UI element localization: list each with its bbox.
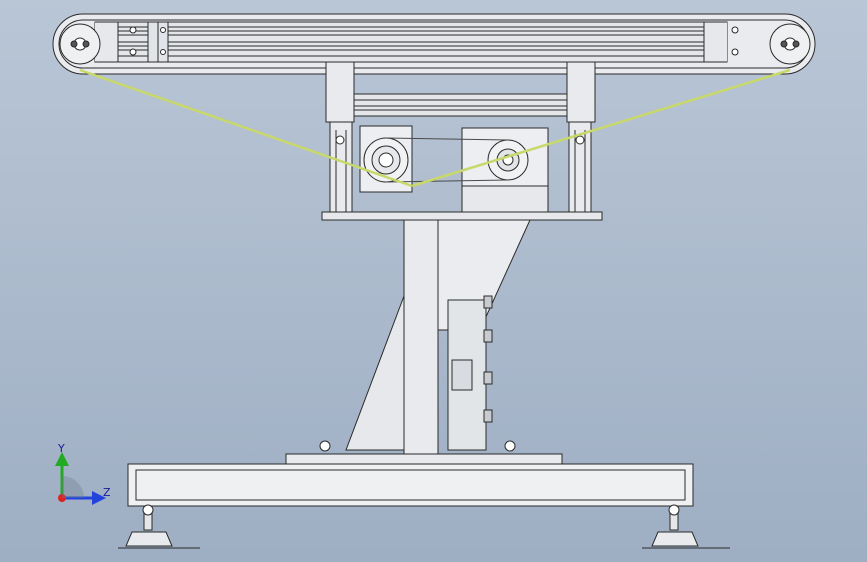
triad-z-label: Z [103, 486, 111, 499]
left-pulley-icon [59, 23, 101, 65]
motor-unit [359, 125, 413, 193]
beam-bolts [129, 26, 739, 56]
view-triad[interactable] [55, 452, 106, 505]
left-foot [118, 504, 200, 549]
support-column [345, 219, 531, 455]
base-plate [127, 440, 694, 507]
main-belt [79, 68, 791, 188]
drive-belt [385, 137, 509, 183]
gear-reducer [461, 127, 549, 213]
right-foot [642, 504, 730, 549]
triad-y-label: Y [58, 442, 65, 455]
support-frame [321, 61, 603, 221]
right-pulley-icon [769, 23, 811, 65]
conveyor-beam [52, 13, 816, 75]
